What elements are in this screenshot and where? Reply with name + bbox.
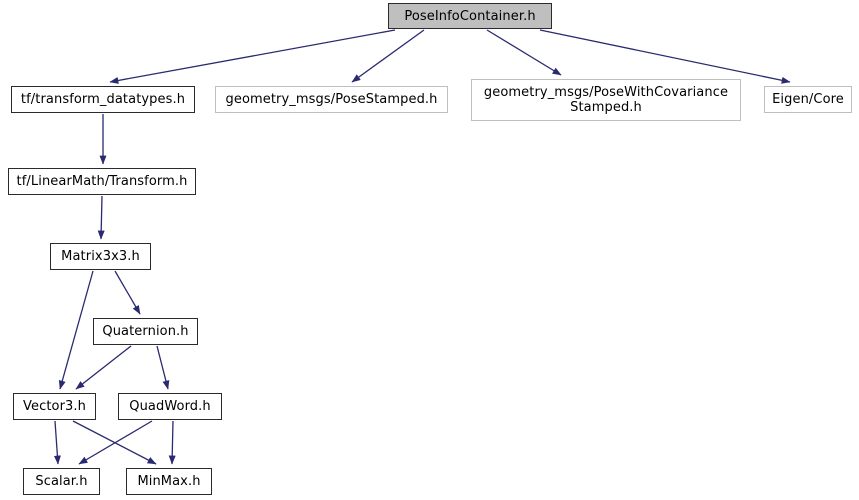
graph-edge-quaternion-to-quadword xyxy=(156,345,170,390)
graph-node-label: Vector3.h xyxy=(23,399,86,414)
graph-node-scalar[interactable]: Scalar.h xyxy=(23,468,100,495)
graph-node-label: geometry_msgs/PoseStamped.h xyxy=(225,92,438,107)
graph-node-label: Eigen/Core xyxy=(772,92,844,107)
graph-edge-poseinfocontainer-to-geometry_msgs_posewithcovariancestamped xyxy=(486,29,562,76)
graph-node-label: Matrix3x3.h xyxy=(61,249,140,264)
graph-node-label: tf/transform_datatypes.h xyxy=(20,92,186,107)
graph-node-quaternion[interactable]: Quaternion.h xyxy=(93,318,198,345)
graph-node-tf_transform_datatypes[interactable]: tf/transform_datatypes.h xyxy=(11,86,195,113)
graph-edge-poseinfocontainer-to-eigen_core xyxy=(539,29,791,84)
graph-node-tf_linearmath_transform[interactable]: tf/LinearMath/Transform.h xyxy=(8,168,196,195)
graph-node-label: Scalar.h xyxy=(35,474,88,489)
graph-edge-poseinfocontainer-to-geometry_msgs_posestamped xyxy=(351,29,425,83)
graph-node-matrix3x3[interactable]: Matrix3x3.h xyxy=(50,243,151,270)
graph-node-label: geometry_msgs/PoseWithCovariance Stamped… xyxy=(483,85,729,115)
graph-node-label: tf/LinearMath/Transform.h xyxy=(16,174,188,189)
graph-edge-matrix3x3-to-vector3 xyxy=(58,270,94,390)
graph-node-geometry_msgs_posestamped[interactable]: geometry_msgs/PoseStamped.h xyxy=(215,86,448,113)
graph-edge-poseinfocontainer-to-tf_transform_datatypes xyxy=(109,29,396,84)
graph-node-label: MinMax.h xyxy=(137,474,201,489)
graph-edge-tf_linearmath_transform-to-matrix3x3 xyxy=(97,195,105,240)
graph-node-geometry_msgs_posewithcovariancestamped[interactable]: geometry_msgs/PoseWithCovariance Stamped… xyxy=(471,79,741,121)
graph-node-label: PoseInfoContainer.h xyxy=(404,8,536,24)
graph-edge-matrix3x3-to-quaternion xyxy=(114,270,141,315)
graph-node-poseinfocontainer[interactable]: PoseInfoContainer.h xyxy=(388,3,552,29)
graph-edge-quadword-to-scalar xyxy=(78,420,153,465)
edge-group xyxy=(53,29,791,465)
graph-node-minmax[interactable]: MinMax.h xyxy=(126,468,212,495)
graph-edge-vector3-to-scalar xyxy=(53,420,61,465)
graph-node-label: QuadWord.h xyxy=(129,399,211,414)
graph-edge-quadword-to-minmax xyxy=(168,420,176,465)
graph-node-label: Quaternion.h xyxy=(102,324,189,339)
graph-node-quadword[interactable]: QuadWord.h xyxy=(118,393,222,420)
graph-node-eigen_core[interactable]: Eigen/Core xyxy=(764,86,852,113)
graph-node-vector3[interactable]: Vector3.h xyxy=(13,393,96,420)
graph-edge-quaternion-to-vector3 xyxy=(75,345,132,390)
